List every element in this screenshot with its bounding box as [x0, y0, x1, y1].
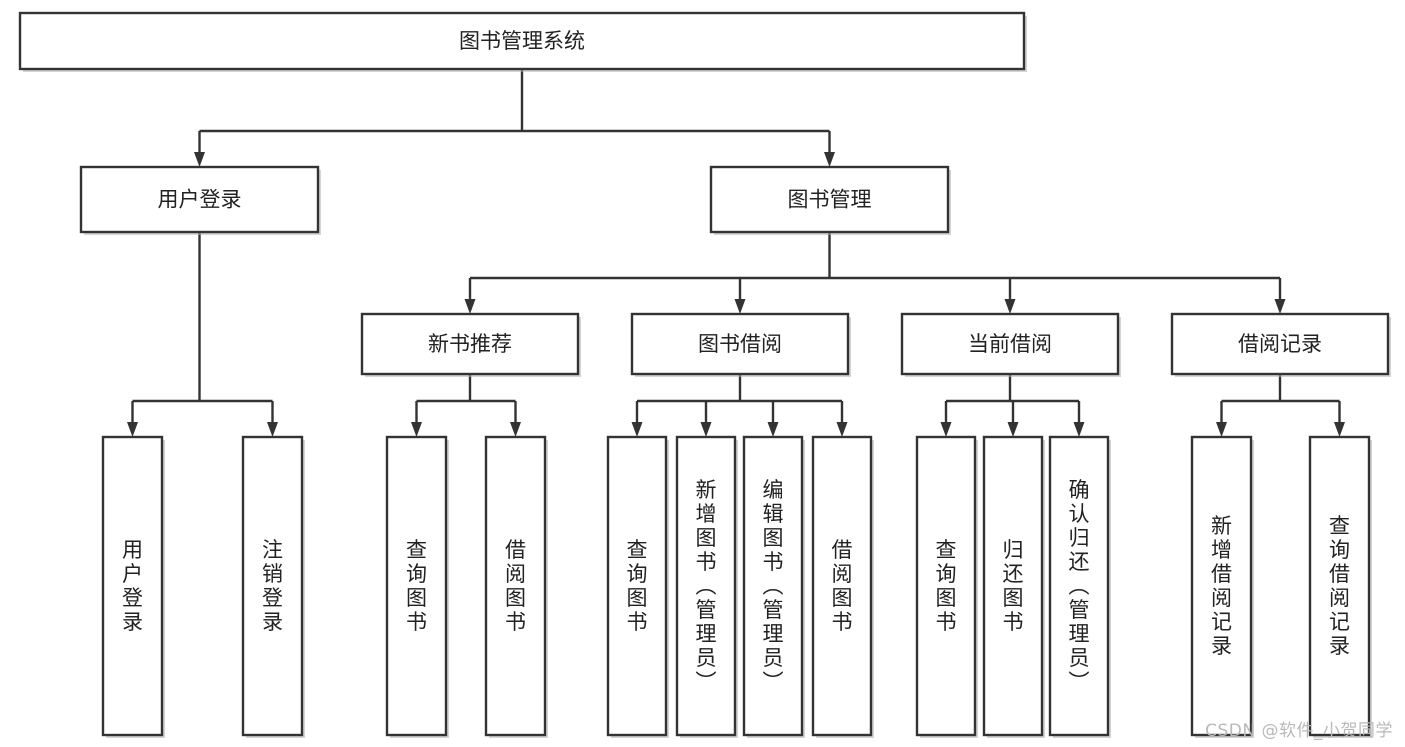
node-box: [1170, 312, 1390, 376]
node-leaf_8[interactable]: 查询图书: [915, 435, 978, 738]
node-leaf_2[interactable]: 查询图书: [385, 435, 449, 738]
node-box: [811, 435, 873, 737]
node-l2_0[interactable]: 用户登录: [79, 165, 321, 235]
node-label: 图书管理系统: [459, 29, 585, 53]
node-label: 用户登录: [158, 188, 242, 212]
node-box: [630, 312, 850, 376]
node-label: 当前借阅: [968, 332, 1052, 356]
node-l3_1[interactable]: 图书借阅: [630, 312, 851, 377]
node-box: [742, 435, 804, 737]
node-box: [982, 435, 1044, 737]
node-box: [1308, 435, 1371, 737]
node-leaf_6[interactable]: 编辑图书︵管理员︶: [742, 435, 805, 738]
node-leaf_9[interactable]: 归还图书: [982, 435, 1045, 738]
arrow-head-leaf_3: [510, 422, 521, 437]
node-box: [1190, 435, 1253, 737]
node-label: 新增图书︵管理员︶: [696, 478, 717, 694]
node-label: 借阅图书: [505, 538, 526, 634]
node-label: 查询图书: [627, 538, 648, 634]
node-box: [101, 435, 164, 737]
arrow-head-l2_1: [824, 152, 835, 167]
arrow-head-l2_0: [194, 152, 205, 167]
node-leaf_11[interactable]: 新增借阅记录: [1190, 435, 1254, 738]
arrow-head-leaf_1: [267, 422, 278, 437]
node-leaf_4[interactable]: 查询图书: [606, 435, 669, 738]
node-label: 查询图书: [406, 538, 427, 634]
node-leaf_10[interactable]: 确认归还︵管理员︶: [1048, 435, 1111, 738]
connector-layer: [127, 69, 1345, 437]
node-box: [915, 435, 977, 737]
arrow-head-leaf_5: [700, 422, 712, 437]
csdn-watermark: CSDN @软件_小贺同学: [1205, 721, 1393, 741]
node-label: 用户登录: [122, 538, 143, 634]
node-layer: 图书管理系统用户登录图书管理新书推荐图书借阅当前借阅借阅记录用户登录注销登录查询…: [18, 11, 1391, 738]
node-label: 图书管理: [788, 188, 872, 212]
node-box: [18, 11, 1026, 71]
node-root[interactable]: 图书管理系统: [18, 11, 1027, 72]
node-label: 编辑图书︵管理员︶: [763, 478, 784, 694]
node-box: [606, 435, 668, 737]
node-l3_3[interactable]: 借阅记录: [1170, 312, 1391, 377]
node-label: 归还图书: [1003, 538, 1024, 634]
node-box: [360, 312, 580, 376]
arrow-head-l3_3: [1274, 299, 1286, 314]
node-label: 查询借阅记录: [1329, 514, 1350, 658]
node-l3_2[interactable]: 当前借阅: [900, 312, 1121, 377]
node-box: [709, 165, 950, 234]
arrow-head-l3_0: [464, 299, 476, 314]
arrow-head-leaf_8: [940, 422, 952, 437]
node-label: 图书借阅: [698, 332, 782, 356]
arrow-head-leaf_7: [836, 422, 848, 437]
node-box: [241, 435, 304, 737]
node-box: [675, 435, 737, 737]
node-label: 借阅记录: [1238, 332, 1322, 356]
node-l3_0[interactable]: 新书推荐: [360, 312, 581, 377]
node-box: [385, 435, 448, 737]
arrow-head-leaf_11: [1216, 422, 1227, 437]
node-l2_1[interactable]: 图书管理: [709, 165, 951, 235]
node-leaf_1[interactable]: 注销登录: [241, 435, 305, 738]
node-box: [79, 165, 320, 234]
node-leaf_5[interactable]: 新增图书︵管理员︶: [675, 435, 738, 738]
arrow-head-l3_2: [1004, 299, 1016, 314]
node-box: [1048, 435, 1110, 737]
arrow-head-leaf_12: [1334, 422, 1345, 437]
node-label: 注销登录: [262, 538, 283, 634]
arrow-head-l3_1: [734, 299, 746, 314]
node-label: 确认归还︵管理员︶: [1069, 478, 1090, 694]
arrow-head-leaf_0: [127, 422, 138, 437]
node-label: 新书推荐: [428, 332, 512, 356]
arrow-head-leaf_10: [1073, 422, 1085, 437]
node-box: [484, 435, 547, 737]
node-label: 查询图书: [936, 538, 957, 634]
arrow-head-leaf_6: [767, 422, 779, 437]
arrow-head-leaf_4: [631, 422, 643, 437]
node-label: 新增借阅记录: [1211, 514, 1232, 658]
node-box: [900, 312, 1120, 376]
node-leaf_3[interactable]: 借阅图书: [484, 435, 548, 738]
node-leaf_7[interactable]: 借阅图书: [811, 435, 874, 738]
node-leaf_12[interactable]: 查询借阅记录: [1308, 435, 1372, 738]
arrow-head-leaf_2: [411, 422, 422, 437]
node-leaf_0[interactable]: 用户登录: [101, 435, 165, 738]
node-label: 借阅图书: [832, 538, 853, 634]
arrow-head-leaf_9: [1007, 422, 1019, 437]
